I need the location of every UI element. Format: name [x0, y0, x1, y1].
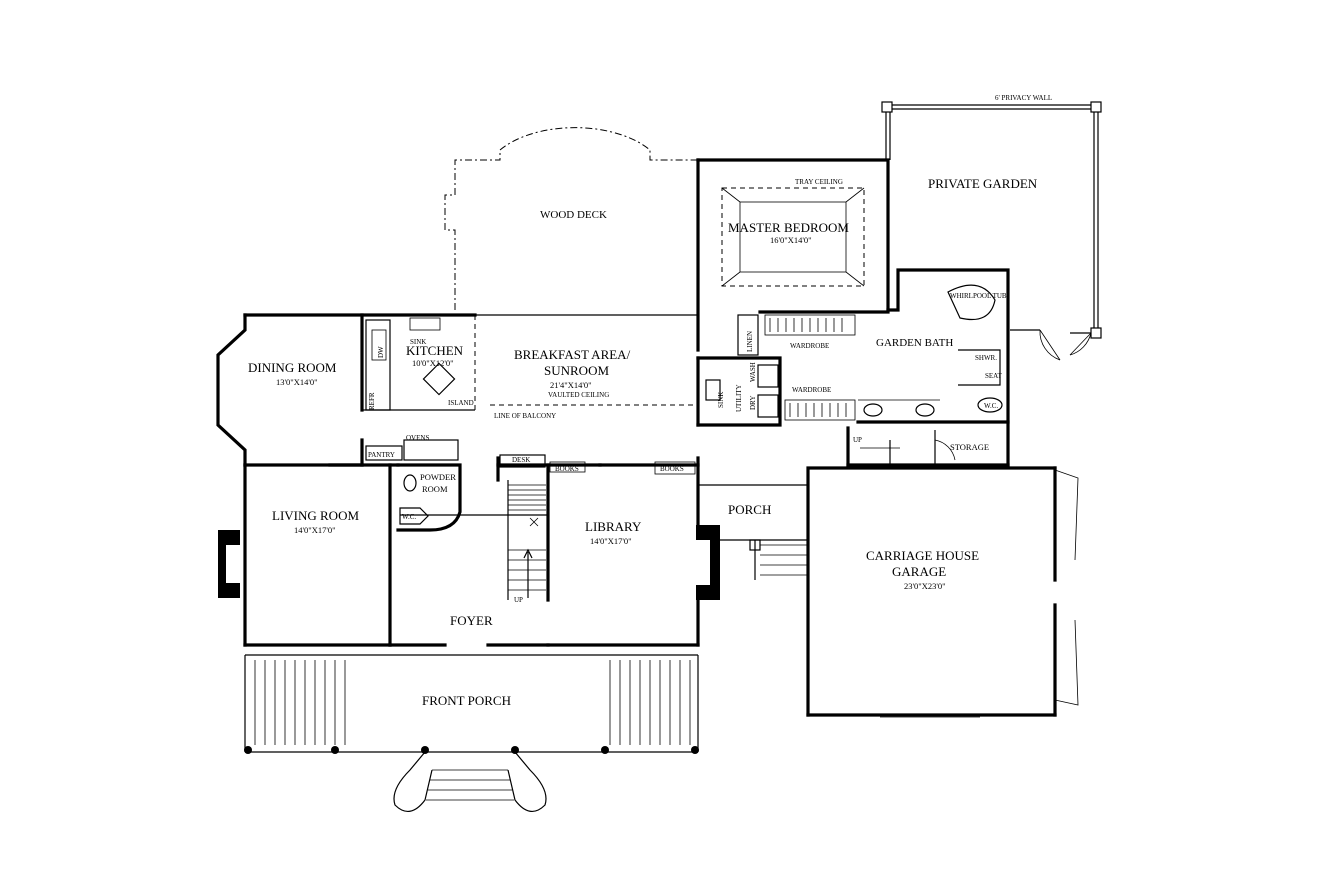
pantry-ovens [328, 438, 459, 467]
carriage-house-garage [806, 466, 1079, 718]
storage-label: STORAGE [950, 442, 989, 452]
wardrobe-lower-label: WARDROBE [792, 386, 831, 394]
private-garden-label: PRIVATE GARDEN [928, 176, 1038, 191]
vaulted-ceiling-label: VAULTED CEILING [548, 391, 609, 399]
kitchen [360, 313, 477, 411]
powder-room [396, 463, 462, 532]
up-storage-label: UP [853, 436, 862, 444]
dining-room-label: DINING ROOM [248, 360, 337, 375]
porch-label: PORCH [728, 502, 771, 517]
sink-utility-label: SINK [717, 392, 725, 408]
books-library-label: BOOKS [660, 465, 684, 473]
dw-label: DW [377, 346, 385, 358]
living-room-size: 14'0"X17'0" [294, 525, 336, 535]
master-bedroom-label: MASTER BEDROOM [728, 220, 849, 235]
breakfast-sunroom [474, 314, 700, 427]
books-stair-label: BOOKS [555, 465, 579, 473]
desk-label: DESK [512, 456, 530, 464]
linen-label: LINEN [746, 331, 754, 352]
dining-room-size: 13'0"X14'0" [276, 377, 318, 387]
privacy-wall [881, 101, 1102, 361]
living-room [218, 463, 392, 647]
foyer-label: FOYER [450, 613, 493, 628]
garden-bath [758, 268, 1010, 467]
dry-label: DRY [749, 396, 757, 410]
ovens-label: OVENS [406, 434, 429, 442]
dining-room [216, 313, 364, 467]
library [546, 456, 720, 647]
whirlpool-tub-label: WHIRLPOOL TUB [950, 292, 1007, 300]
wood-deck-label: WOOD DECK [540, 209, 607, 221]
kitchen-label: KITCHEN [406, 343, 464, 358]
wc-bath-label: W.C. [984, 402, 998, 410]
powder-room-label-line2: ROOM [422, 484, 448, 494]
breakfast-label-line2: SUNROOM [544, 363, 609, 378]
wc-powder-label: W.C. [402, 513, 416, 521]
library-label: LIBRARY [585, 519, 642, 534]
garage-label-line1: CARRIAGE HOUSE [866, 548, 979, 563]
kitchen-sink-label: SINK [410, 338, 426, 346]
front-porch [244, 654, 699, 812]
master-bedroom-size: 16'0"X14'0" [770, 235, 812, 245]
breakfast-label-line1: BREAKFAST AREA/ [514, 347, 631, 362]
pantry-label: PANTRY [368, 451, 395, 459]
breakfast-size: 21'4"X14'0" [550, 380, 592, 390]
island-label: ISLAND [448, 399, 474, 407]
stairs [400, 454, 602, 602]
wardrobes [737, 314, 856, 421]
tray-ceiling-label: TRAY CEILING [795, 178, 843, 186]
side-porch [698, 484, 808, 580]
privacy-wall-label: 6' PRIVACY WALL [995, 94, 1052, 102]
line-of-balcony-label: LINE OF BALCONY [494, 412, 556, 420]
front-porch-label: FRONT PORCH [422, 693, 511, 708]
wood-deck [444, 127, 699, 310]
garden-bath-label: GARDEN BATH [876, 337, 953, 349]
shower-label: SHWR. [975, 354, 997, 362]
utility-label: UTILITY [735, 384, 743, 412]
garage-label-line2: GARAGE [892, 564, 946, 579]
master-bedroom [696, 158, 890, 352]
powder-room-label-line1: POWDER [420, 472, 456, 482]
seat-label: SEAT [985, 372, 1002, 380]
garage-size: 23'0"X23'0" [904, 581, 946, 591]
kitchen-size: 10'0"X12'0" [412, 358, 454, 368]
wardrobe-upper-label: WARDROBE [790, 342, 829, 350]
storage-area [846, 426, 1010, 467]
stair-up-label: UP [514, 596, 523, 604]
refr-label: REFR [368, 392, 376, 410]
living-room-label: LIVING ROOM [272, 508, 359, 523]
library-size: 14'0"X17'0" [590, 536, 632, 546]
utility-room [696, 356, 782, 427]
wash-label: WASH [749, 362, 757, 382]
